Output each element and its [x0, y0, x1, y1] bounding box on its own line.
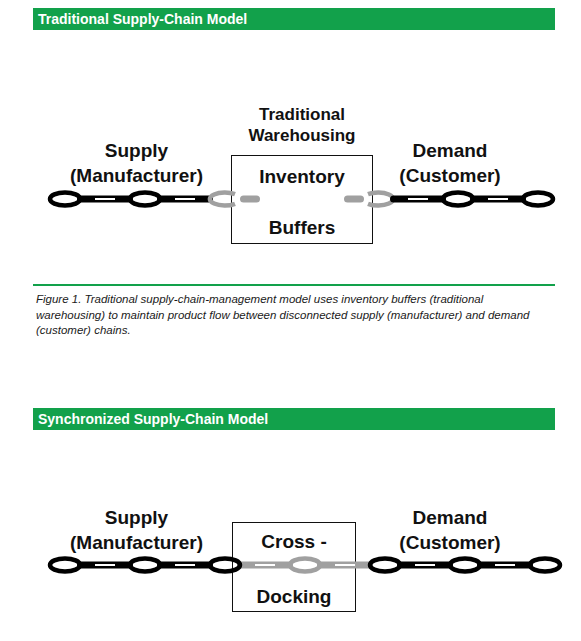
chain-link — [237, 562, 293, 569]
box-label: Inventory — [232, 165, 372, 189]
chain-link — [290, 559, 320, 572]
chain-end-label: Supply (Manufacturer) — [54, 138, 219, 188]
band-title: Traditional Supply-Chain Model — [38, 11, 247, 27]
chain-link — [523, 193, 553, 206]
cross-dock-box: Cross - Docking — [232, 522, 356, 612]
chain-link — [157, 562, 213, 569]
box-label: Docking — [233, 585, 355, 609]
chain-link — [477, 562, 533, 569]
chain-link — [77, 562, 133, 569]
chain-link — [50, 193, 80, 206]
chain-link — [530, 559, 560, 572]
broken-link — [240, 196, 260, 203]
broken-link — [368, 193, 393, 206]
chain-link — [450, 559, 480, 572]
broken-chain — [50, 193, 553, 206]
chain-link — [50, 559, 80, 572]
broken-link — [344, 196, 364, 203]
chain-end-label: Demand (Customer) — [375, 505, 525, 555]
caption-rule — [33, 284, 555, 286]
box-label: Cross - — [233, 530, 355, 554]
chain-link — [470, 196, 526, 203]
box-label: Buffers — [232, 216, 372, 240]
chain-link — [397, 562, 453, 569]
chain-end-label: Supply (Manufacturer) — [54, 505, 219, 555]
continuous-chain — [50, 559, 560, 572]
chain-link — [77, 196, 133, 203]
warehouse-box: InventoryBuffers — [231, 155, 373, 244]
band-title: Synchronized Supply-Chain Model — [38, 411, 268, 427]
figure-caption: Figure 1. Traditional supply-chain-manag… — [36, 292, 552, 339]
chain-link — [390, 196, 446, 203]
chain-link — [130, 193, 160, 206]
warehouse-node: Traditional WarehousingInventoryBuffers — [221, 104, 383, 244]
chain-end-label: Demand (Customer) — [375, 138, 525, 188]
chain-link — [317, 562, 373, 569]
section-band: Synchronized Supply-Chain Model — [33, 408, 555, 430]
chain-link — [443, 193, 473, 206]
chain-link — [130, 559, 160, 572]
section-band: Traditional Supply-Chain Model — [33, 8, 555, 30]
box-heading: Traditional Warehousing — [221, 104, 383, 146]
chain-link — [210, 559, 240, 572]
chain-link — [157, 196, 213, 203]
broken-link — [210, 193, 235, 206]
chain-link — [370, 559, 400, 572]
